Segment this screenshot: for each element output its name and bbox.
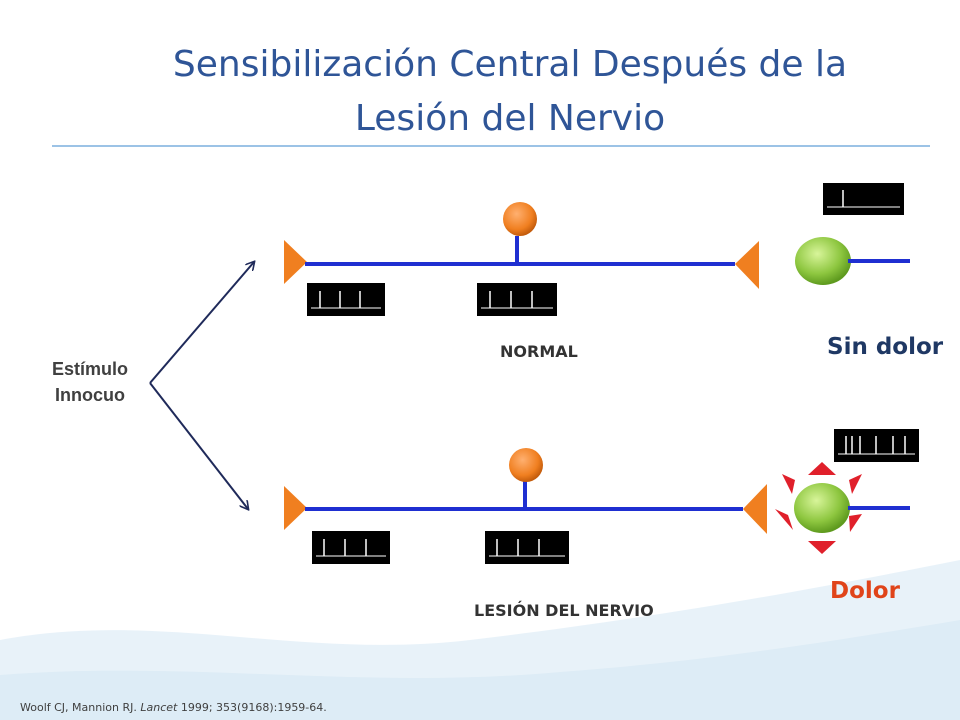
lesion-neuron-soma bbox=[509, 448, 543, 482]
lesion-input-spike-train-1 bbox=[312, 531, 390, 564]
normal-neuron-soma bbox=[503, 202, 537, 236]
lesion-case-label: LESIÓN DEL NERVIO bbox=[474, 601, 654, 620]
normal-pathway bbox=[284, 183, 910, 316]
title-line-1: Sensibilización Central Después de la bbox=[172, 44, 848, 85]
decorative-background-wash bbox=[0, 560, 960, 720]
normal-case-label: NORMAL bbox=[500, 342, 578, 361]
normal-input-spike-train-2 bbox=[477, 283, 557, 316]
lesion-presynaptic-terminal bbox=[284, 486, 307, 530]
pain-marker-top-left bbox=[782, 474, 795, 494]
stimulus-label-line-2: Innocuo bbox=[55, 385, 125, 405]
citation-journal: Lancet bbox=[140, 701, 178, 714]
lesion-output-spike-train bbox=[834, 429, 919, 462]
stimulus-arrow-down bbox=[149, 382, 248, 509]
normal-postsynaptic-terminal bbox=[735, 241, 759, 289]
lesion-input-spike-train-2 bbox=[485, 531, 569, 564]
pain-marker-bottom-left bbox=[775, 509, 793, 530]
citation-details: 1999; 353(9168):1959-64. bbox=[177, 701, 327, 714]
normal-presynaptic-terminal bbox=[284, 240, 307, 284]
title-line-2: Lesión del Nervio bbox=[354, 98, 666, 139]
normal-receiver-cell bbox=[795, 237, 851, 285]
pain-marker-bottom-right bbox=[849, 514, 862, 532]
pain-marker-top bbox=[808, 462, 836, 475]
lesion-postsynaptic-terminal bbox=[743, 484, 767, 534]
pain-sensitization-markers bbox=[775, 462, 862, 554]
pain-marker-top-right bbox=[849, 474, 862, 494]
lesion-pathway bbox=[284, 429, 919, 564]
stimulus-arrow-up bbox=[149, 262, 254, 384]
normal-input-spike-train-1 bbox=[307, 283, 385, 316]
title-divider bbox=[52, 145, 930, 147]
slide-title: Sensibilización Central Después de la Le… bbox=[60, 38, 960, 146]
stimulus-label-line-1: Estímulo bbox=[51, 359, 128, 379]
stimulus-label: Estímulo Innocuo bbox=[30, 356, 150, 408]
lesion-receiver-cell bbox=[794, 483, 850, 533]
no-pain-label: Sin dolor bbox=[827, 334, 944, 360]
normal-output-spike-train bbox=[823, 183, 904, 215]
citation: Woolf CJ, Mannion RJ. Lancet 1999; 353(9… bbox=[20, 701, 327, 714]
citation-authors: Woolf CJ, Mannion RJ. bbox=[20, 701, 141, 714]
pain-marker-bottom bbox=[808, 541, 836, 554]
pain-label: Dolor bbox=[830, 578, 900, 604]
